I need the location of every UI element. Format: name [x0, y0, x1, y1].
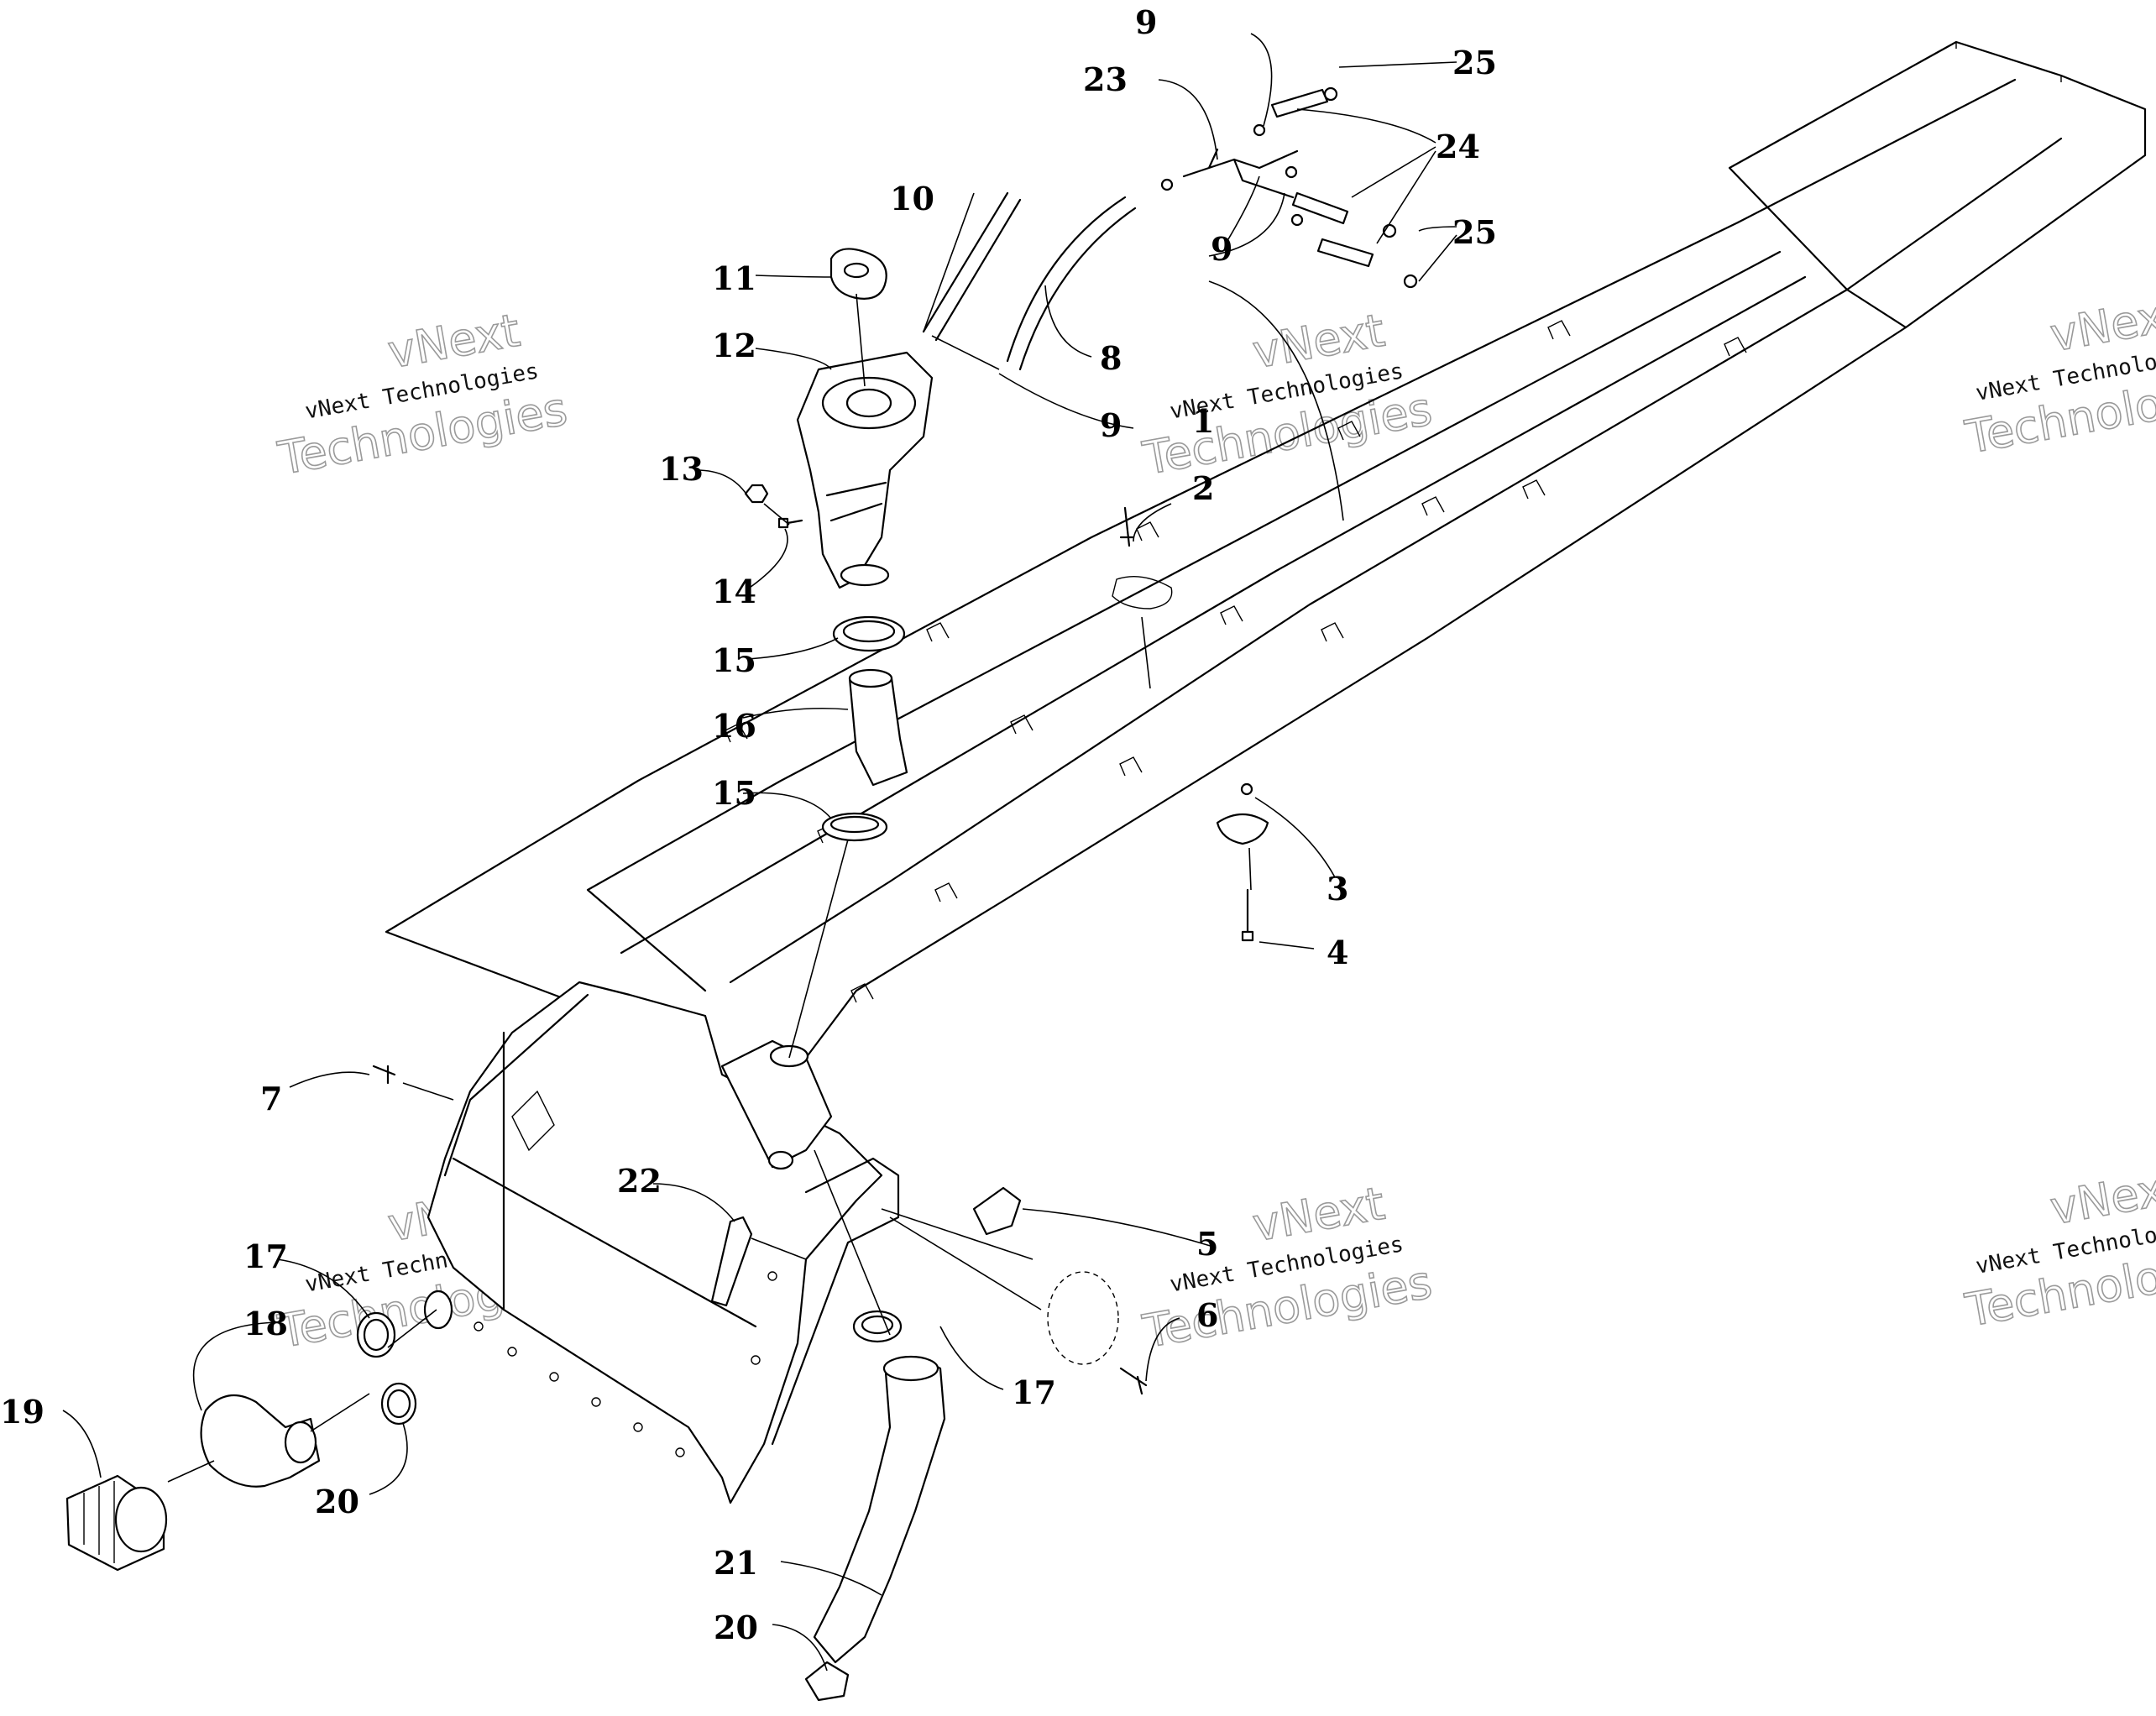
callout-10: 10: [890, 180, 934, 217]
callout-25-top: 25: [1452, 44, 1497, 81]
callout-15-lower: 15: [712, 774, 756, 812]
callout-2: 2: [1192, 469, 1214, 507]
patch-6: [1047, 1271, 1119, 1365]
leader-lines: [62, 33, 1457, 1672]
small-hardware: [372, 506, 1269, 1395]
grommet-3: [1216, 814, 1269, 845]
callout-1: 1: [1192, 402, 1214, 440]
bracket-5: [972, 1186, 1022, 1236]
filler-neck-assembly: [744, 191, 1137, 842]
callout-20-left: 20: [315, 1483, 359, 1520]
callout-19: 19: [0, 1393, 44, 1431]
screw-4: [1241, 888, 1254, 942]
callout-11: 11: [712, 259, 756, 297]
callout-labels: 1 2 3 4 5 6 7 8 9 9 9 9 10 11 12 13 14 1…: [0, 3, 1497, 1646]
watermark-3-top: vNext: [2046, 287, 2156, 362]
patch-2: [1112, 575, 1173, 609]
callout-20-bottom: 20: [714, 1609, 758, 1646]
tee-fitting-set: [1160, 86, 1418, 289]
callout-16: 16: [712, 707, 756, 745]
rail-assembly: [385, 40, 2147, 1059]
watermark-6: vNext vNext Technologies Technologies: [1960, 1159, 2156, 1338]
nut-13: [744, 484, 769, 504]
rail-notches: [725, 320, 1747, 1003]
clamp-20-bottom: [804, 1661, 850, 1702]
callout-3: 3: [1327, 870, 1348, 908]
rivet-6: [1119, 1367, 1148, 1395]
callout-9-lower: 9: [1100, 406, 1122, 444]
lower-hose-set: [65, 1290, 946, 1702]
callout-17-right: 17: [1012, 1373, 1056, 1411]
callout-13: 13: [659, 450, 704, 488]
callout-21: 21: [714, 1544, 758, 1582]
hose-16: [848, 669, 908, 787]
bracket-22: [710, 1216, 753, 1307]
callout-23: 23: [1083, 60, 1128, 98]
hose-18: [200, 1394, 321, 1488]
callout-9-middle: 9: [1211, 230, 1232, 268]
callout-14: 14: [712, 573, 756, 610]
callout-5: 5: [1196, 1225, 1218, 1263]
callout-18: 18: [243, 1305, 288, 1342]
hose-21: [813, 1360, 946, 1664]
callout-4: 4: [1327, 934, 1348, 971]
callout-6: 6: [1196, 1296, 1218, 1334]
watermark-6-top: vNext: [2046, 1160, 2156, 1235]
callout-12: 12: [712, 327, 756, 364]
hose-10: [922, 191, 1022, 342]
flange-holes: [474, 1271, 777, 1457]
hose-8: [1006, 196, 1137, 371]
watermark-3: vNext vNext Technologies Technologies: [1960, 286, 2156, 465]
screw-14: [777, 517, 803, 529]
callout-7: 7: [260, 1080, 282, 1117]
callout-22: 22: [617, 1162, 662, 1200]
callout-15-upper: 15: [712, 641, 756, 679]
rivet-2: [1119, 506, 1135, 547]
rivet-7: [372, 1065, 396, 1085]
watermark-5: vNext vNext Technologies Technologies: [1138, 1176, 1436, 1359]
watermark-1: vNext vNext Technologies Technologies: [274, 303, 572, 486]
heat-exchanger: [426, 981, 900, 1504]
callout-25-bottom: 25: [1452, 213, 1497, 251]
callout-24: 24: [1436, 128, 1480, 165]
callout-9-top: 9: [1135, 3, 1157, 41]
callout-17-left: 17: [243, 1237, 288, 1275]
callout-8: 8: [1100, 339, 1122, 377]
